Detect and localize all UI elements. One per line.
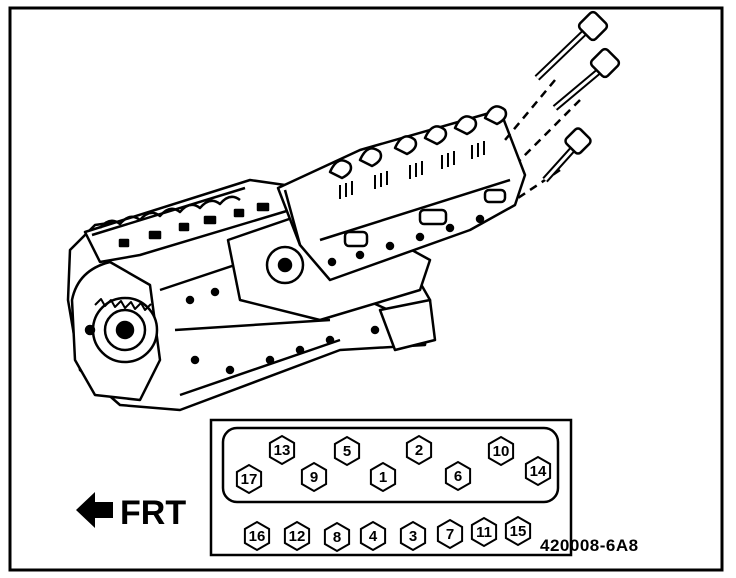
bolt-sequence-number: 17 (241, 471, 258, 488)
bolt-17-marker: 17 (235, 463, 263, 495)
bolt-sequence-number: 13 (274, 442, 291, 459)
hex-bolt-icon (283, 520, 311, 552)
hex-bolt-icon (235, 463, 263, 495)
front-direction-indicator: FRT (76, 492, 186, 532)
bolt-sequence-number: 15 (510, 523, 527, 540)
hex-bolt-icon (300, 461, 328, 493)
bolt-15-marker: 15 (504, 515, 532, 547)
bolt-sequence-number: 7 (446, 526, 454, 543)
head-bolts-illustration (504, 10, 621, 202)
bolt-5-marker: 5 (333, 435, 361, 467)
bolt-sequence-number: 8 (333, 529, 341, 546)
hex-bolt-icon (359, 520, 387, 552)
bolt-1-marker: 1 (369, 461, 397, 493)
bolt-7-marker: 7 (436, 518, 464, 550)
hex-bolt-icon (444, 460, 472, 492)
bolt-sequence-number: 16 (249, 528, 266, 545)
bolt-16-marker: 16 (243, 520, 271, 552)
bolt-sequence-number: 3 (409, 528, 417, 545)
bolt-8-marker: 8 (323, 521, 351, 553)
bolt-9-marker: 9 (300, 461, 328, 493)
bolt-13-marker: 13 (268, 434, 296, 466)
bolt-sequence-number: 14 (530, 463, 547, 480)
bolt-6-marker: 6 (444, 460, 472, 492)
head-outline (221, 426, 560, 504)
hex-bolt-icon (524, 455, 552, 487)
hex-bolt-icon (436, 518, 464, 550)
bolt-4-marker: 4 (359, 520, 387, 552)
bolt-sequence-number: 11 (476, 524, 492, 541)
hex-bolt-icon (399, 520, 427, 552)
bolt-sequence-number: 4 (369, 528, 378, 545)
bolt-sequence-number: 9 (310, 469, 318, 486)
bolt-11-marker: 11 (470, 516, 498, 548)
bolt-sequence-number: 1 (379, 469, 387, 486)
left-arrow-icon (76, 492, 113, 528)
hex-bolt-icon (487, 435, 515, 467)
hex-bolt-icon (470, 516, 498, 548)
hex-bolt-icon (504, 515, 532, 547)
bolt-sequence-number: 6 (454, 468, 462, 485)
figure-part-number: 420008-6A8 (540, 536, 639, 555)
hex-bolt-icon (405, 434, 433, 466)
hex-bolt-icon (268, 434, 296, 466)
bolt-sequence-number: 5 (343, 443, 351, 460)
bolt-14-marker: 14 (524, 455, 552, 487)
bolt-12-marker: 12 (283, 520, 311, 552)
hex-bolt-icon (333, 435, 361, 467)
bolt-10-marker: 10 (487, 435, 515, 467)
figure-border (8, 6, 724, 572)
bolt-3-marker: 3 (399, 520, 427, 552)
hex-bolt-icon (323, 521, 351, 553)
engine-block-illustration (66, 105, 527, 412)
bolt-sequence-number: 2 (415, 442, 423, 459)
hex-bolt-icon (243, 520, 271, 552)
sequence-outer-box (209, 418, 573, 557)
bolt-2-marker: 2 (405, 434, 433, 466)
front-label: FRT (120, 494, 186, 532)
hex-bolt-icon (369, 461, 397, 493)
bolt-sequence-number: 12 (289, 528, 306, 545)
bolt-sequence-number: 10 (493, 443, 510, 460)
